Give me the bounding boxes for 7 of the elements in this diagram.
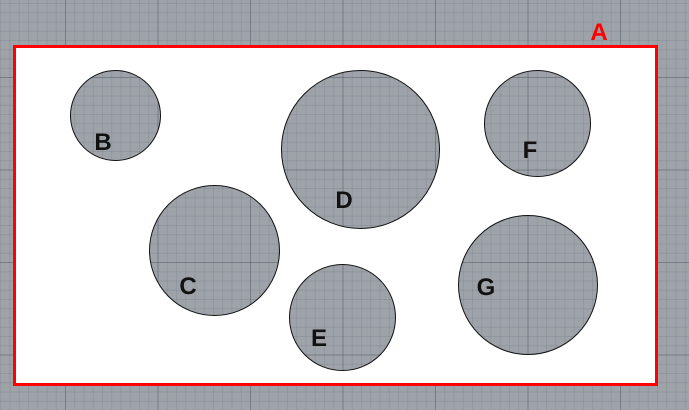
letter-label: G — [476, 276, 496, 300]
letter-label: F — [522, 139, 538, 163]
letter-label: D — [335, 189, 353, 213]
letter-label: E — [311, 327, 327, 351]
letter-label: C — [179, 275, 197, 299]
letter-label: B — [94, 131, 112, 155]
letter-label: A — [590, 21, 608, 45]
